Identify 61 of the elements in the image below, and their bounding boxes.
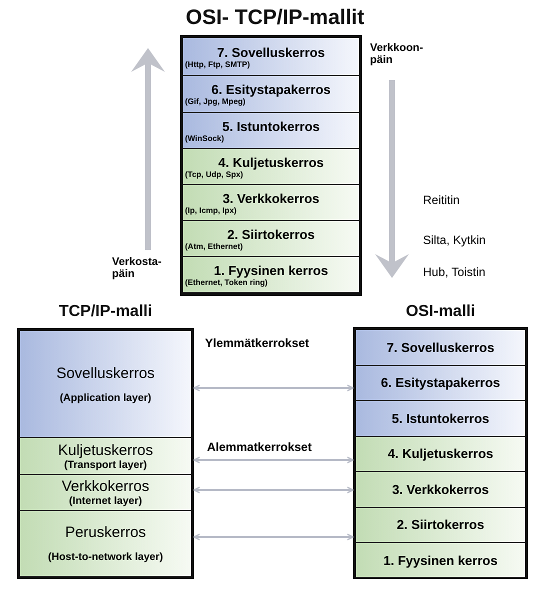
layer-box: [183, 185, 359, 221]
device-label: Silta, Kytkin: [423, 233, 486, 247]
layer-box: [356, 366, 525, 401]
model-heading: TCP/IP-malli: [58, 303, 154, 321]
layer-description: (Ethernet, Token ring): [184, 278, 268, 286]
side-label: Verkkoon- päin: [370, 42, 424, 66]
layer-name: Sovelluskerros: [55, 364, 156, 382]
layer-name: 7. Sovelluskerros: [386, 340, 496, 355]
layer-box: [183, 38, 359, 76]
side-label: Ylemmätkerrokset: [205, 336, 310, 350]
double-arrow: [193, 384, 354, 392]
layer-box: [20, 331, 191, 438]
layer-box: [183, 221, 359, 257]
layer-name: 5. Istuntokerros: [390, 410, 490, 426]
layer-box: [20, 438, 191, 475]
layer-box: [183, 113, 359, 149]
layer-name: Verkkokerros: [60, 478, 150, 495]
layer-box: [356, 508, 525, 543]
layer-box: [356, 472, 525, 508]
layer-name: 2. Siirtokerros: [396, 517, 486, 532]
layer-box: [183, 76, 359, 113]
layer-name: 6. Esitystapakerros: [210, 82, 332, 97]
layer-name: 7. Sovelluskerros: [216, 44, 326, 60]
layer-name: Peruskerros: [64, 524, 147, 541]
layer-name: 6. Esitystapakerros: [380, 375, 502, 390]
side-label: Alemmatkerrokset: [207, 440, 312, 454]
layer-description: (Application layer): [58, 392, 152, 404]
diagram-title: OSI- TCP/IP-mallit: [184, 6, 366, 30]
double-arrow: [193, 456, 354, 464]
layer-name: 3. Verkkokerros: [391, 482, 490, 497]
layer-name: 1. Fyysinen kerros: [382, 552, 499, 568]
layer-description: (Internet layer): [68, 495, 143, 507]
layer-box: [183, 149, 359, 185]
double-arrow: [193, 486, 354, 494]
layer-name: 3. Verkkokerros: [222, 190, 320, 206]
device-label: Hub, Toistin: [423, 265, 486, 279]
layer-description: (Transport layer): [63, 458, 148, 470]
layer-box: [20, 475, 191, 511]
layer-description: (Tcp, Udp, Spx): [184, 170, 244, 178]
layer-box: [356, 401, 525, 436]
layer-box: [183, 257, 359, 293]
layer-box: [20, 511, 191, 577]
layer-name: 4. Kuljetuskerros: [386, 446, 494, 462]
layer-description: (Http, Ftp, SMTP): [184, 60, 251, 68]
layer-name: 5. Istuntokerros: [221, 118, 321, 134]
layer-description: (Atm, Ethernet): [184, 242, 244, 250]
layer-description: (Gif, Jpg, Mpeg): [184, 97, 246, 106]
layer-name: 2. Siirtokerros: [226, 226, 316, 242]
double-arrow: [193, 534, 354, 540]
model-heading: OSI-malli: [404, 303, 476, 321]
layer-description: (Host-to-network layer): [47, 551, 164, 563]
layer-description: (Ip, Icmp, Ipx): [184, 206, 238, 214]
side-label: Verkosta- päin: [112, 256, 163, 280]
device-label: Reititin: [423, 193, 460, 207]
layer-box: [356, 330, 525, 366]
layer-description: (WinSock): [184, 134, 226, 142]
layer-name: 4. Kuljetuskerros: [217, 154, 325, 170]
layer-box: [356, 543, 525, 578]
layer-box: [356, 436, 525, 472]
layer-name: 1. Fyysinen kerros: [212, 262, 330, 278]
layer-name: Kuljetuskerros: [56, 442, 154, 458]
